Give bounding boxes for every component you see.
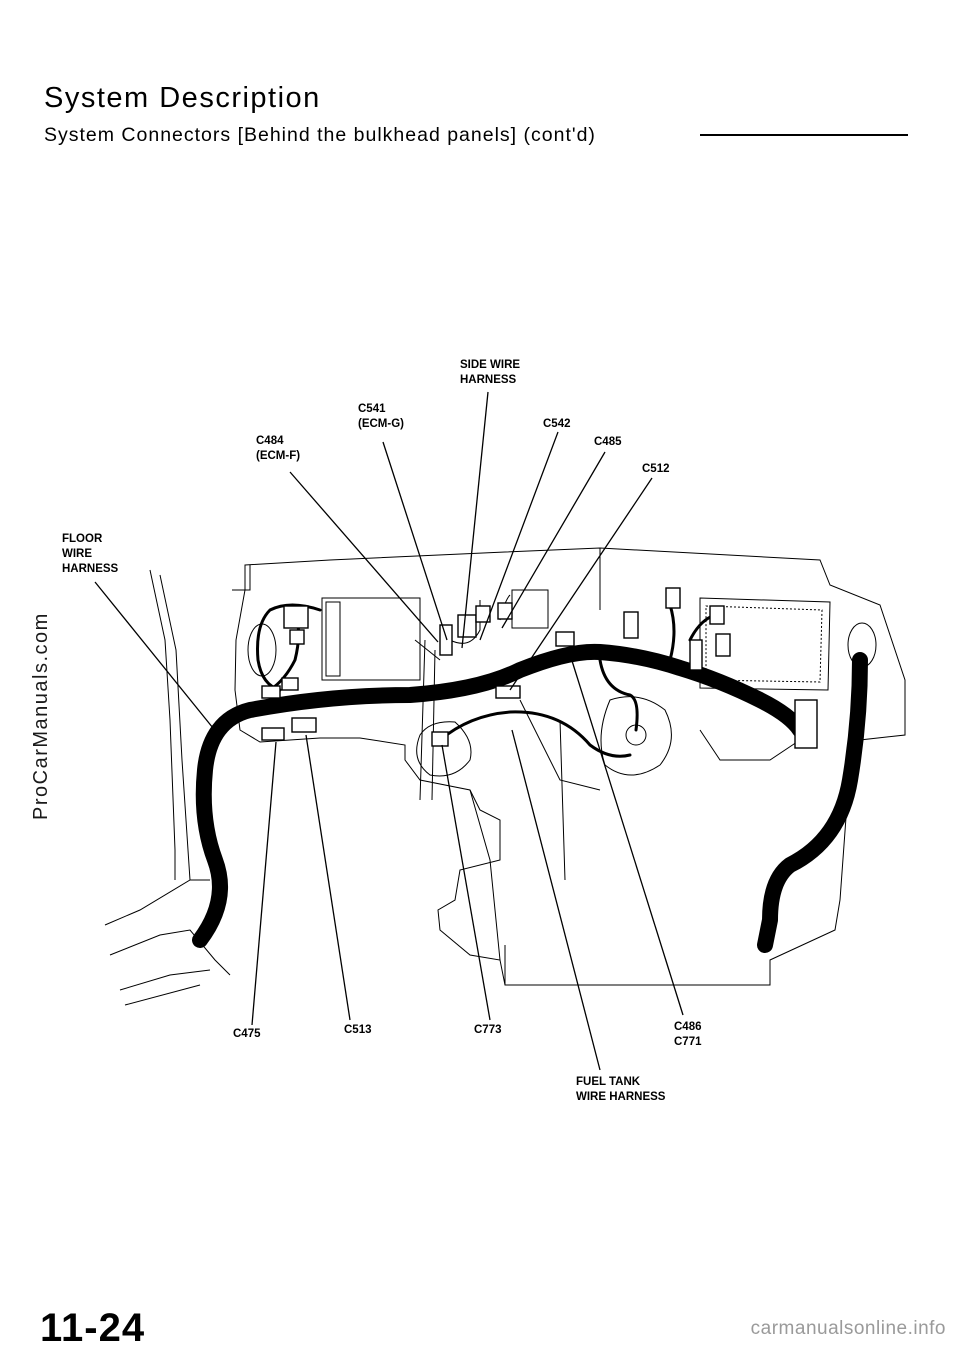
- connector-c475: [261, 727, 285, 741]
- connector-right-a: [665, 587, 681, 609]
- connector-c484-block: [283, 605, 309, 629]
- page-title: System Description: [44, 82, 321, 114]
- harness-branch-d: [668, 603, 676, 662]
- label-c542: C542: [543, 418, 571, 430]
- loop-harness-left: [256, 603, 322, 692]
- label-fuel-tank-wire-harness: FUEL TANK: [576, 1076, 641, 1088]
- connector-c512: [495, 685, 521, 699]
- bulkhead-panel-outline: [104, 547, 906, 1006]
- label-side-wire-harness: SIDE WIRE: [460, 359, 520, 371]
- grommet: [847, 622, 877, 668]
- connector-left-a: [261, 685, 281, 699]
- label-floor-wire-harness-2: WIRE: [62, 548, 92, 560]
- watermark-side: ProCarManuals.com: [30, 612, 52, 820]
- connector-right-d: [689, 639, 703, 671]
- connector-left-b: [281, 677, 299, 691]
- label-c771: C771: [674, 1036, 702, 1048]
- harness-branch-b: [598, 658, 639, 732]
- label-c486: C486: [674, 1021, 702, 1033]
- leader-lines: [94, 391, 684, 1071]
- label-c484: C484: [256, 435, 284, 447]
- ecm-box-left: [321, 597, 421, 681]
- grommet-left: [247, 623, 277, 677]
- label-c773: C773: [474, 1024, 502, 1036]
- connector-c513: [291, 717, 317, 733]
- label-c541-2: (ECM-G): [358, 418, 404, 430]
- connector-right-b: [709, 605, 725, 625]
- connector-small-left: [289, 629, 305, 645]
- subtitle-rule: [700, 134, 908, 136]
- connector-c541: [457, 614, 477, 638]
- fuel-tank-harness: [438, 710, 632, 758]
- label-c475: C475: [233, 1028, 261, 1040]
- label-side-wire-harness-2: HARNESS: [460, 374, 517, 386]
- connector-c486: [555, 631, 575, 647]
- connector-right-e: [794, 699, 818, 749]
- page-number: 11-24: [40, 1306, 146, 1350]
- label-floor-wire-harness-3: HARNESS: [62, 563, 119, 575]
- connector-c484: [439, 624, 453, 656]
- label-c512: C512: [642, 463, 670, 475]
- label-c485: C485: [594, 436, 622, 448]
- connector-blocks: [261, 587, 818, 749]
- connector-right-c: [715, 633, 731, 657]
- connector-c485: [497, 602, 513, 620]
- label-floor-wire-harness: FLOOR: [62, 533, 103, 545]
- side-harness-right: [757, 652, 868, 953]
- watermark-bottom: carmanualsonline.info: [750, 1318, 946, 1339]
- connector-c773: [431, 731, 449, 747]
- label-c541: C541: [358, 403, 386, 415]
- floor-wire-harness: [192, 643, 808, 948]
- harness-branch-e: [449, 600, 481, 644]
- bracket-right: [623, 611, 639, 639]
- label-c513: C513: [344, 1024, 372, 1036]
- center-bracket: [511, 589, 549, 629]
- callout-labels: SIDE WIRE HARNESS C541 (ECM-G) C542 C484…: [62, 359, 702, 1103]
- page-subtitle: System Connectors [Behind the bulkhead p…: [44, 124, 596, 146]
- label-c484-2: (ECM-F): [256, 450, 300, 462]
- label-fuel-tank-wire-harness-2: WIRE HARNESS: [576, 1091, 666, 1103]
